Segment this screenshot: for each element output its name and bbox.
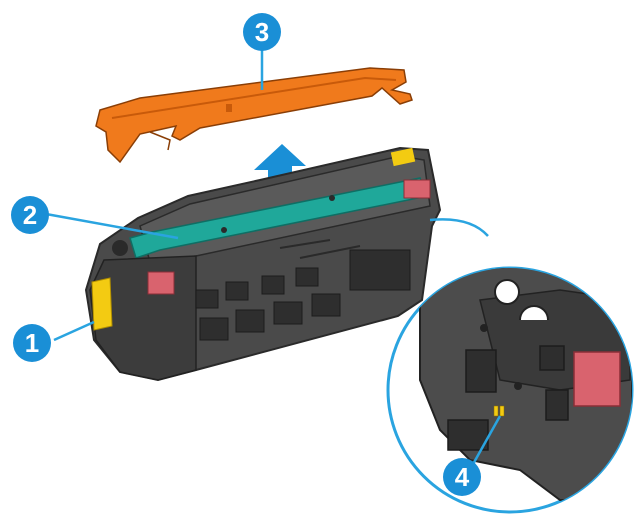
inset-latch xyxy=(573,351,621,407)
memory-chip-contact-1 xyxy=(493,405,499,417)
callout-1: 1 xyxy=(13,324,51,362)
protective-cover xyxy=(95,67,413,164)
color-label xyxy=(91,277,113,331)
latch-left xyxy=(147,271,175,295)
svg-text:3: 3 xyxy=(255,17,269,47)
callout-2: 2 xyxy=(11,196,49,234)
toner-cartridge xyxy=(84,146,442,382)
latch-right xyxy=(403,179,431,199)
callout-3: 3 xyxy=(243,13,281,51)
lift-arrow xyxy=(254,144,306,186)
svg-text:4: 4 xyxy=(455,462,470,492)
svg-text:2: 2 xyxy=(23,200,37,230)
callout-4: 4 xyxy=(443,458,481,496)
memory-chip-contact-2 xyxy=(499,405,505,417)
svg-text:1: 1 xyxy=(25,328,39,358)
